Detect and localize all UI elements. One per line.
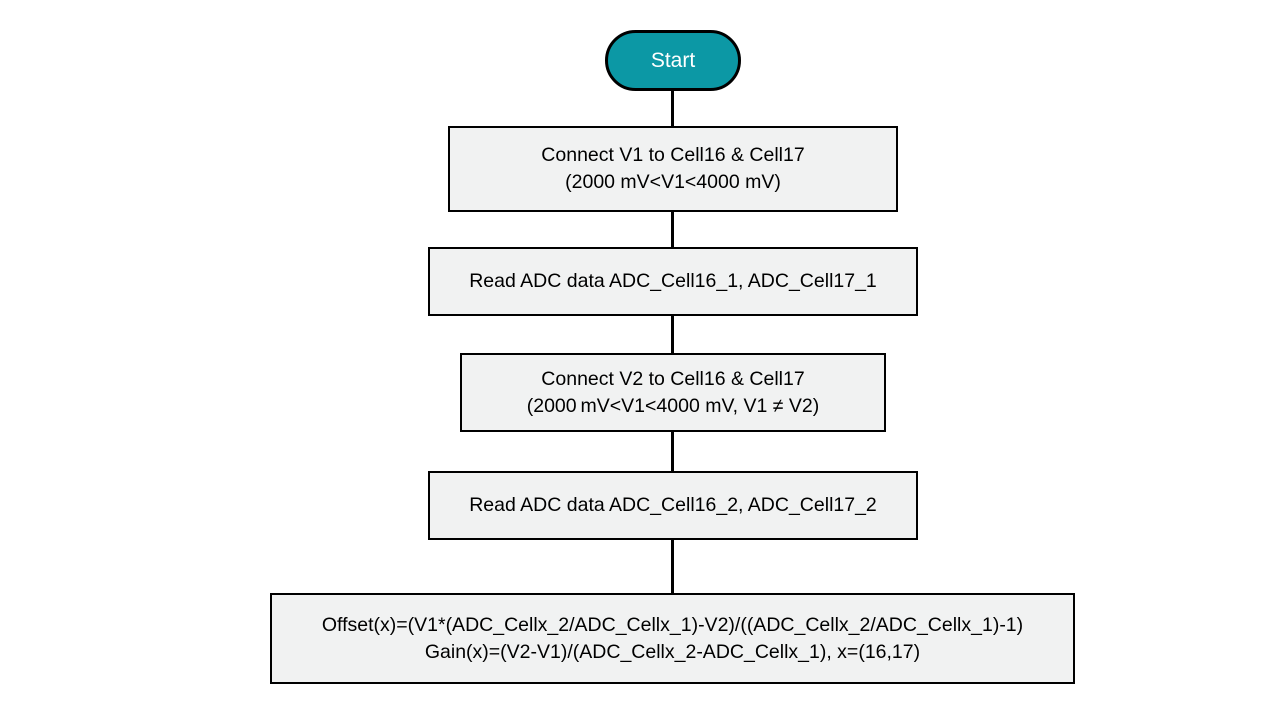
connector-step1-to-step2 xyxy=(671,210,674,249)
flow-box-line: Connect V1 to Cell16 & Cell17 xyxy=(541,144,805,166)
connector-start-to-step1 xyxy=(671,89,674,128)
flow-box-line: Read ADC data ADC_Cell16_2, ADC_Cell17_2 xyxy=(469,494,877,516)
flow-box-read-adc-2: Read ADC data ADC_Cell16_2, ADC_Cell17_2 xyxy=(428,471,918,540)
flow-box-line: Connect V2 to Cell16 & Cell17 xyxy=(541,367,805,390)
flow-box-line: (2000 mV<V1<4000 mV, V1 ≠ V2) xyxy=(526,394,820,417)
start-label: Start xyxy=(650,48,696,72)
flow-box-line: (2000 mV<V1<4000 mV) xyxy=(565,171,781,193)
flow-box-line: Offset(x)=(V1*(ADC_Cellx_2/ADC_Cellx_1)-… xyxy=(321,613,1024,636)
flow-box-connect-v2: Connect V2 to Cell16 & Cell17 (2000 mV<V… xyxy=(460,353,886,432)
connector-step2-to-step3 xyxy=(671,314,674,355)
flow-box-connect-v1: Connect V1 to Cell16 & Cell17 (2000 mV<V… xyxy=(448,126,898,212)
flow-box-line: Read ADC data ADC_Cell16_1, ADC_Cell17_1 xyxy=(469,270,877,292)
flow-box-read-adc-1: Read ADC data ADC_Cell16_1, ADC_Cell17_1 xyxy=(428,247,918,316)
connector-step3-to-step4 xyxy=(671,430,674,473)
connector-step4-to-step5 xyxy=(671,538,674,595)
flow-box-formulas: Offset(x)=(V1*(ADC_Cellx_2/ADC_Cellx_1)-… xyxy=(270,593,1075,684)
start-terminator-node: Start xyxy=(605,30,741,91)
flow-box-line: Gain(x)=(V2-V1)/(ADC_Cellx_2-ADC_Cellx_1… xyxy=(424,640,921,663)
